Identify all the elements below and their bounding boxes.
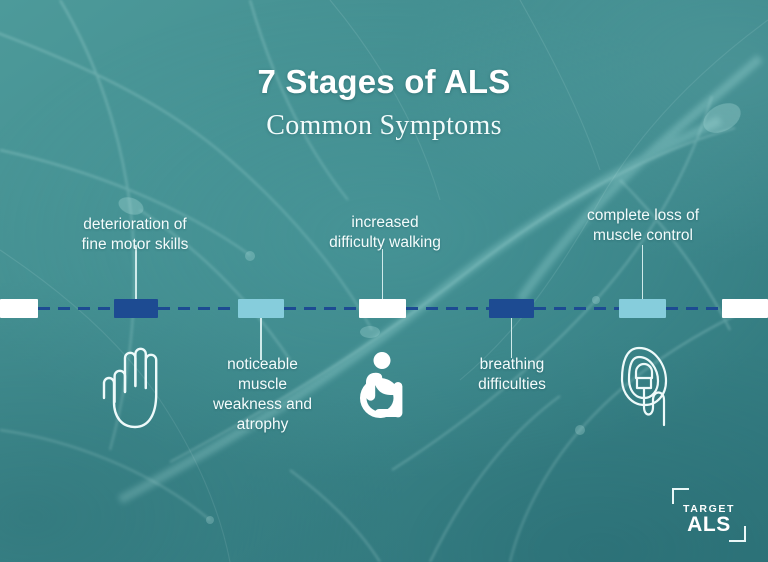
- label-line: deterioration of: [83, 216, 187, 233]
- page-title: 7 Stages of ALS: [257, 63, 511, 100]
- timeline-connector: [38, 307, 114, 310]
- label-line: increased: [351, 214, 419, 231]
- label-walking: increased difficulty walking: [290, 213, 480, 253]
- label-line: muscle control: [593, 227, 693, 244]
- label-line: atrophy: [236, 416, 289, 433]
- timeline-stage-block-6: [619, 299, 666, 318]
- logo-bracket-top-left: [672, 488, 689, 504]
- timeline-connector: [534, 307, 619, 310]
- label-line: difficulty walking: [329, 234, 441, 251]
- logo-line-target: TARGET: [683, 503, 735, 515]
- label-line: difficulties: [478, 376, 546, 393]
- wheelchair-icon: [356, 352, 418, 427]
- label-line: fine motor skills: [81, 236, 189, 253]
- timeline-stage-block-2: [114, 299, 158, 318]
- timeline-stage-block-4: [359, 299, 406, 318]
- header: 7 Stages of ALS Common Symptoms: [0, 0, 768, 142]
- timeline-connector: [406, 307, 489, 310]
- timeline-connector: [284, 307, 359, 310]
- page-subtitle: Common Symptoms: [266, 110, 502, 141]
- label-line: noticeable: [227, 356, 298, 373]
- label-line: weakness and: [212, 396, 313, 413]
- stage-stem-up: [135, 245, 137, 299]
- logo-line-als: ALS: [687, 513, 731, 536]
- label-line: muscle: [237, 376, 288, 393]
- label-weakness: noticeable muscle weakness and atrophy: [191, 355, 334, 435]
- logo-bracket-bottom-right: [729, 526, 746, 542]
- target-als-logo: TARGET ALS: [672, 488, 746, 542]
- label-muscle-control: complete loss of muscle control: [548, 206, 738, 246]
- timeline-stage-block-3: [238, 299, 284, 318]
- timeline-stage-block-1: [0, 299, 38, 318]
- timeline-connector: [666, 307, 722, 310]
- stage-stem-down: [510, 318, 513, 358]
- oxygen-mask-icon: [612, 343, 688, 436]
- stage-stem-up: [641, 245, 644, 299]
- label-fine-motor: deterioration of fine motor skills: [35, 215, 235, 255]
- timeline-stage-block-7: [722, 299, 768, 318]
- label-line: complete loss of: [587, 207, 699, 224]
- stage-stem-down: [260, 318, 262, 360]
- stage-stem-up: [381, 249, 384, 299]
- timeline-stage-block-5: [489, 299, 534, 318]
- timeline-connector: [158, 307, 238, 310]
- label-line: breathing: [479, 356, 545, 373]
- open-hand-icon: [95, 342, 171, 435]
- label-breathing: breathing difficulties: [446, 355, 578, 395]
